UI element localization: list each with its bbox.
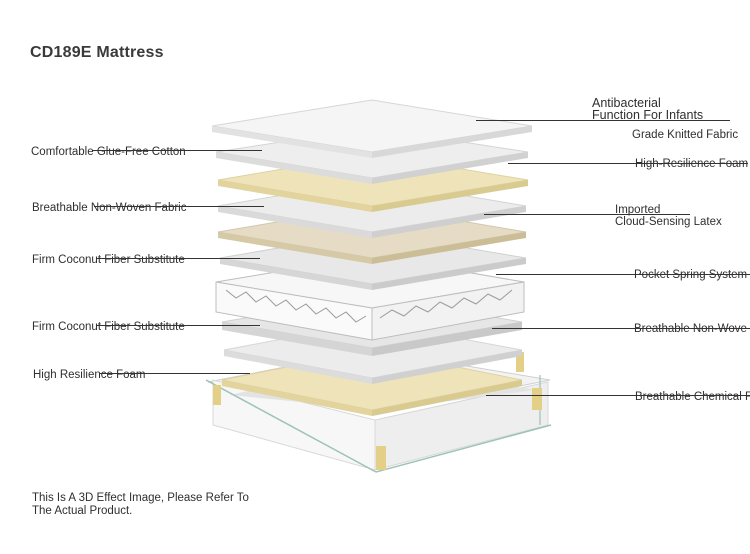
leader-line	[508, 163, 748, 164]
disclaimer-line-1: This Is A 3D Effect Image, Please Refer …	[32, 492, 249, 504]
label-non-woven-fabric: Breathable Non-Woven Fabric	[32, 202, 187, 214]
label-latex-line1: Imported	[615, 204, 661, 216]
label-coconut-fiber-1: Firm Coconut Fiber Substitute	[32, 254, 185, 266]
leader-line	[96, 325, 260, 326]
label-non-woven-right: Breathable Non-Wove	[634, 323, 747, 335]
label-high-resilience-foam: High Resilience Foam	[33, 369, 146, 381]
leader-line	[476, 120, 730, 121]
label-knitted-fabric: Grade Knitted Fabric	[632, 129, 739, 141]
leader-line	[484, 214, 690, 215]
label-glue-free-cotton: Comfortable Glue-Free Cotton	[31, 146, 186, 158]
label-antibacterial: Antibacterial	[592, 96, 661, 110]
label-coconut-fiber-2: Firm Coconut Fiber Substitute	[32, 321, 185, 333]
label-breathable-chemical: Breathable Chemical F	[635, 391, 750, 403]
leader-line	[486, 395, 750, 396]
disclaimer-note: This Is A 3D Effect Image, Please Refer …	[32, 492, 249, 518]
label-hr-foam-right: High-Resilience Foam	[635, 158, 749, 170]
page-title: CD189E Mattress	[30, 44, 164, 61]
leader-line	[92, 150, 262, 151]
label-antibacterial-sub: Function For Infants	[592, 108, 704, 122]
label-pocket-spring: Pocket Spring System	[634, 269, 748, 281]
leader-line	[492, 328, 750, 329]
leader-line	[94, 206, 264, 207]
leader-line	[96, 258, 260, 259]
leader-line	[496, 274, 750, 275]
disclaimer-line-2: The Actual Product.	[32, 505, 133, 517]
label-latex-line2: Cloud-Sensing Latex	[615, 216, 722, 228]
leader-line	[100, 373, 250, 374]
